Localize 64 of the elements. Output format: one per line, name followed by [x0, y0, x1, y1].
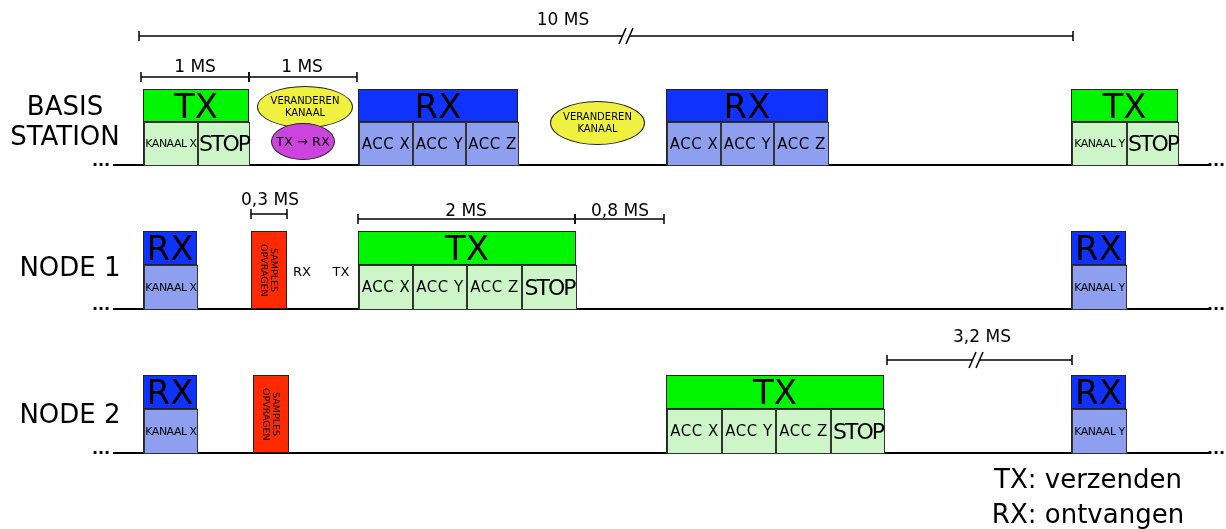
packet-frame	[143, 89, 249, 165]
packet-header: RX	[144, 232, 196, 265]
ellipsis-mark: ...	[91, 152, 111, 171]
packet-frame	[358, 231, 576, 309]
action-block: SAMPLES OPVRAGEN	[253, 375, 289, 453]
field-cell: ACC X	[667, 409, 722, 454]
field-cell: ACC Y	[722, 409, 776, 454]
ellipsis-mark: ...	[91, 296, 111, 315]
signal-label: TX	[332, 265, 350, 280]
packet-frame	[143, 231, 197, 309]
dimension-label: 3,2 MS	[953, 327, 1011, 347]
signal-label: RX	[293, 265, 311, 280]
action-block: SAMPLES OPVRAGEN	[251, 231, 287, 309]
field-cell: STOP	[198, 122, 250, 166]
packet-frame	[666, 375, 884, 453]
packet-header: TX	[359, 232, 575, 265]
field-cell: ACC Z	[467, 265, 522, 310]
field-cell: ACC Z	[466, 122, 519, 166]
field-cell: ACC X	[359, 265, 413, 310]
dimension-label: 1 MS	[281, 57, 323, 77]
packet-frame	[143, 375, 197, 453]
packet-header: TX	[144, 90, 248, 122]
dimension-label: 0,3 MS	[241, 190, 299, 210]
packet-frame	[1071, 231, 1126, 309]
field-cell: ACC Y	[721, 122, 774, 166]
legend-text: TX: verzenden	[994, 465, 1182, 495]
field-cell: STOP	[522, 265, 577, 310]
dimension-label: 1 MS	[174, 57, 216, 77]
field-cell: STOP	[1127, 122, 1179, 166]
packet-frame	[358, 89, 518, 165]
packet-header: TX	[667, 376, 883, 409]
field-cell: STOP	[831, 409, 885, 454]
packet-header: RX	[144, 376, 196, 409]
field-cell: KANAAL X	[144, 409, 198, 454]
state-ellipse: VERANDEREN KANAAL	[550, 101, 645, 145]
field-cell: KANAAL X	[144, 122, 198, 166]
field-cell: ACC Y	[413, 265, 467, 310]
field-cell: KANAAL Y	[1072, 122, 1127, 166]
row-label: BASIS STATION	[9, 92, 121, 152]
dimension-label: 2 MS	[445, 201, 487, 221]
dimension-label: 10 MS	[536, 10, 590, 30]
row-label: NODE 1	[19, 253, 121, 283]
row-label: NODE 2	[19, 400, 121, 430]
field-cell: ACC Z	[774, 122, 829, 166]
packet-frame	[1071, 375, 1126, 453]
field-cell: ACC X	[359, 122, 413, 166]
packet-header: RX	[1072, 232, 1125, 265]
packet-header: RX	[667, 90, 827, 122]
packet-header: RX	[1072, 376, 1125, 409]
state-ellipse: VERANDEREN KANAAL	[257, 86, 353, 128]
packet-frame	[1071, 89, 1178, 165]
field-cell: ACC X	[667, 122, 721, 166]
state-ellipse: TX → RX	[271, 123, 335, 160]
ellipsis-mark: ...	[91, 440, 111, 459]
field-cell: ACC Z	[776, 409, 831, 454]
packet-header: RX	[359, 90, 517, 122]
field-cell: KANAAL Y	[1072, 265, 1127, 310]
field-cell: ACC Y	[413, 122, 466, 166]
field-cell: KANAAL X	[144, 265, 198, 310]
packet-frame	[666, 89, 828, 165]
dimension-label: 0,8 MS	[591, 201, 649, 221]
legend-text: RX: ontvangen	[991, 500, 1185, 529]
field-cell: KANAAL Y	[1072, 409, 1127, 454]
packet-header: TX	[1072, 90, 1177, 122]
